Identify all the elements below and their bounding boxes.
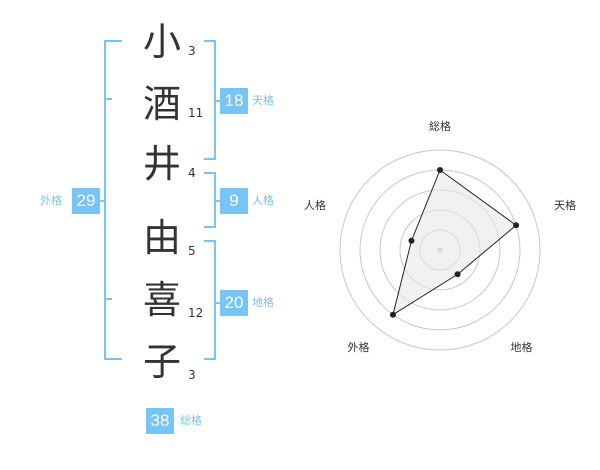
jinkaku-connector [214, 200, 220, 202]
name-char-4: 由 [142, 216, 181, 260]
tenkaku-label: 天格 [252, 94, 274, 107]
radar-axis-label-jinkaku: 人格 [304, 198, 326, 212]
soukaku-label: 総格 [180, 414, 202, 427]
stroke-count-5: 12 [188, 306, 204, 320]
name-char-2: 酒 [142, 82, 181, 126]
gaikaku-label: 外格 [40, 194, 62, 207]
radar-axis-label-chikaku: 地格 [511, 340, 533, 354]
tenkaku-bracket-bottom [204, 158, 216, 160]
name-char-5: 喜 [142, 278, 181, 322]
stroke-count-2: 11 [188, 106, 204, 120]
radar-data-points [389, 167, 520, 318]
radar-point-4 [408, 237, 415, 244]
radar-point-1 [513, 222, 520, 229]
chikaku-bracket-bottom [204, 358, 216, 360]
jinkaku-badge: 9 [220, 188, 248, 214]
stroke-count-6: 3 [188, 368, 196, 382]
jinkaku-label: 人格 [252, 194, 274, 207]
chikaku-connector [214, 302, 220, 304]
stroke-count-1: 3 [188, 44, 196, 58]
radar-chart: 総格 天格 地格 外格 人格 [304, 119, 576, 354]
chikaku-badge: 20 [220, 290, 248, 316]
gaikaku-badge: 29 [72, 188, 100, 214]
gaikaku-tick-2 [104, 298, 112, 300]
name-char-3: 井 [142, 142, 181, 186]
gaikaku-bracket-bottom [104, 358, 122, 360]
stroke-count-4: 5 [188, 244, 196, 258]
chikaku-bracket-vertical [214, 240, 216, 360]
radar-point-3 [389, 311, 396, 318]
tenkaku-bracket-top [204, 40, 216, 42]
radar-ring [339, 149, 541, 351]
gaikaku-tick-1 [104, 98, 112, 100]
gaikaku-bracket-top [104, 40, 122, 42]
chikaku-bracket-top [204, 240, 216, 242]
soukaku-badge: 38 [146, 408, 174, 434]
stroke-count-3: 4 [188, 166, 196, 180]
gaikaku-connector [100, 200, 106, 202]
name-char-6: 子 [142, 340, 181, 384]
name-char-1: 小 [142, 20, 181, 64]
radar-data-polygon [392, 169, 517, 316]
jinkaku-bracket-top [204, 172, 216, 174]
radar-point-0 [437, 167, 443, 173]
jinkaku-bracket-bottom [204, 226, 216, 228]
radar-axis-label-gaikaku: 外格 [347, 340, 369, 354]
radar-axis-label-soukaku: 総格 [429, 119, 451, 133]
radar-point-2 [454, 271, 461, 278]
tenkaku-connector [214, 100, 220, 102]
radar-axis-label-tenkaku: 天格 [554, 198, 576, 212]
tenkaku-badge: 18 [220, 88, 248, 114]
chikaku-label: 地格 [252, 296, 274, 309]
